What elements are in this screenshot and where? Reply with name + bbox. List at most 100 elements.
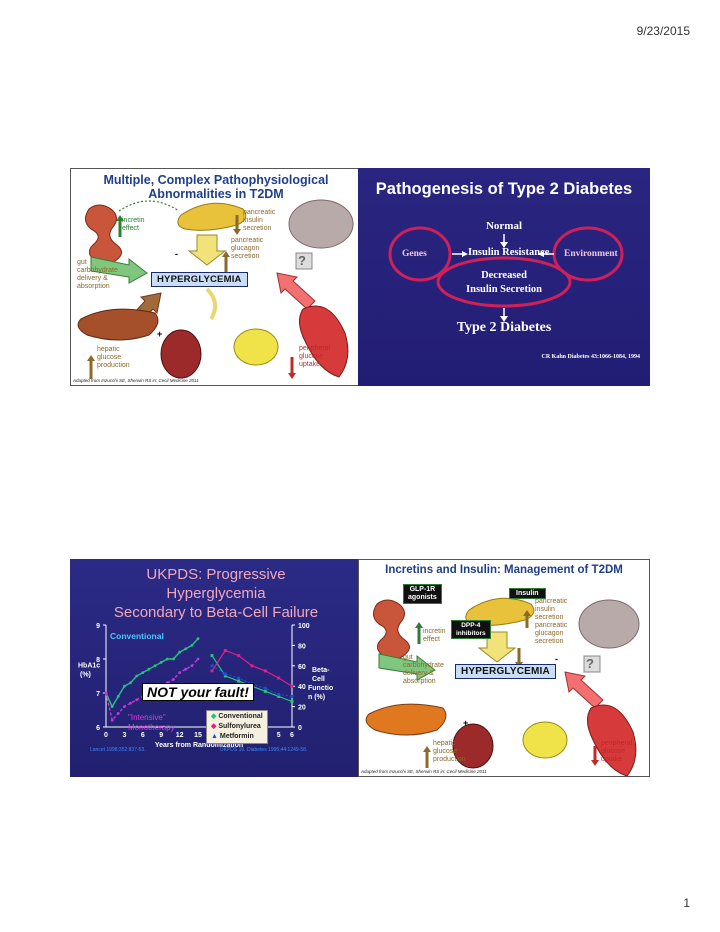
question-mark: ? (586, 656, 594, 671)
hba-point (159, 661, 163, 664)
hba-point (135, 674, 139, 678)
title-line: Multiple, Complex Pathophysiological (103, 173, 329, 187)
fat-icon (522, 721, 568, 759)
x-tick-label: 3 (122, 732, 126, 739)
hba-point (141, 671, 145, 674)
hba-point (116, 712, 120, 715)
brain-icon (578, 599, 640, 649)
hba-point (196, 657, 200, 661)
bc-point (263, 669, 267, 673)
hba-series-line (105, 638, 199, 709)
bc-point (277, 692, 281, 696)
x-tick-label: 12 (176, 732, 184, 739)
slide-title: Pathogenesis of Type 2 Diabetes (375, 180, 633, 198)
environment-label: Environment (564, 249, 618, 259)
muscle-icon (587, 704, 637, 776)
hba-point (129, 681, 132, 685)
y2-tick-label: 0 (298, 725, 302, 732)
bc-point (277, 694, 281, 698)
bc-point (210, 654, 214, 658)
intensive-label: "Intensive"Monotherapy (128, 713, 175, 732)
hba-point (172, 678, 175, 681)
y-tick-label: 6 (96, 725, 100, 732)
chart-legend: ◆ Conventional ◆ Sulfonylurea ▲ Metformi… (206, 710, 268, 744)
x-axis-label: Years from Randomization (155, 742, 243, 749)
hba-point (123, 705, 126, 708)
citation-right: UKPDS 16. Diabetes 1995;44:1249-58. (220, 747, 308, 753)
x-tick-label: 0 (104, 732, 108, 739)
pink-arrow (564, 671, 604, 709)
credit: Adapted from Inzucchi SE, Sherwin RS in:… (73, 378, 199, 383)
credit: Adapted from Inzucchi SE, Sherwin RS in:… (361, 769, 487, 774)
slide-title: Multiple, Complex Pathophysiological Abn… (71, 173, 361, 201)
slide-title: Incretins and Insulin: Management of T2D… (385, 564, 623, 576)
x-tick-label: 15 (194, 732, 202, 739)
bc-point (263, 686, 267, 690)
y-tick-label: 7 (96, 691, 100, 698)
normal-label: Normal (485, 220, 523, 232)
slide-pathogenesis: Pathogenesis of Type 2 Diabetes Normal G… (358, 168, 650, 386)
bc-point (237, 676, 241, 680)
bc-point (223, 649, 227, 652)
y2-axis-label: Cell (312, 676, 325, 683)
bc-point (237, 679, 241, 683)
title-line: Abnormalities in T2DM (148, 187, 284, 201)
page-date: 9/23/2015 (636, 24, 690, 38)
cycle-arrow (205, 287, 218, 321)
kidney-icon (160, 329, 202, 379)
intestine-icon (85, 204, 122, 265)
bc-point (290, 700, 294, 703)
hba-point (123, 684, 126, 688)
y2-tick-label: 20 (298, 705, 306, 712)
conventional-label: Conventional (110, 631, 164, 641)
hba-point (153, 664, 157, 668)
slide-pathophysiology: Multiple, Complex Pathophysiological Abn… (70, 168, 362, 386)
yellow-arrow (187, 234, 227, 266)
minus-sign: - (175, 249, 178, 259)
hba-point (165, 657, 169, 661)
brain-icon (288, 199, 354, 249)
bc-point (223, 672, 227, 676)
hba-point (129, 701, 132, 705)
x-tick-label: 6 (141, 732, 145, 739)
x2-tick-label: 5 (277, 732, 281, 739)
y2-tick-label: 60 (298, 664, 306, 671)
liver-icon (365, 703, 447, 736)
genes-label: Genes (402, 249, 427, 259)
hba-point (110, 705, 114, 708)
hba-point (196, 637, 200, 640)
fat-icon (233, 328, 279, 366)
center-ring (436, 256, 572, 308)
hba-point (104, 691, 108, 695)
y2-axis-label: Functio (308, 685, 333, 692)
pathway-diagram (77, 199, 354, 379)
hba-point (110, 718, 114, 722)
pink-arrow (276, 272, 316, 310)
minus-sign: - (555, 654, 558, 664)
slide-incretins-insulin: Incretins and Insulin: Management of T2D… (358, 559, 650, 777)
management-diagram (365, 597, 640, 776)
question-box (583, 655, 601, 673)
hba-point (184, 647, 188, 651)
hba-point (172, 657, 175, 661)
plus-sign: + (157, 329, 163, 339)
hyperglycemia-box: HYPERGLYCEMIA (151, 272, 248, 287)
hba-point (178, 650, 181, 654)
ukpds-chart: 6789020406080100036912150123456Years fro… (78, 623, 333, 749)
pathogenesis-diagram (388, 226, 624, 322)
bc-point (250, 664, 254, 668)
green-arrow (90, 256, 148, 284)
